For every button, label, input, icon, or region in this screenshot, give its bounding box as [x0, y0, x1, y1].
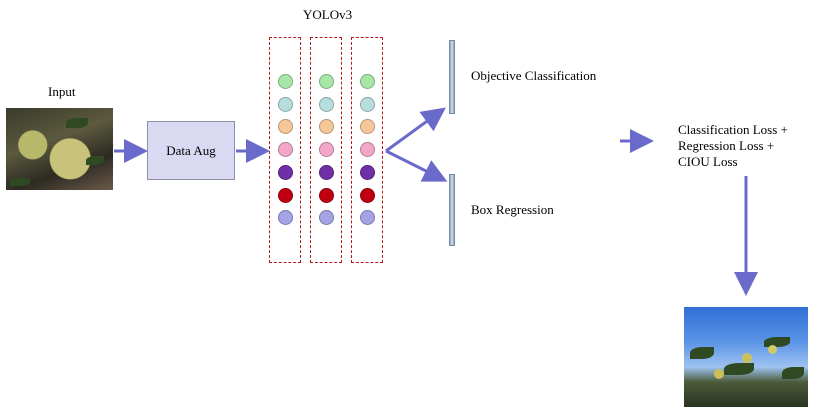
network-node: [360, 187, 375, 203]
box-regression-label: Box Regression: [471, 202, 554, 217]
objective-classification-label: Objective Classification: [471, 68, 597, 83]
network-node: [360, 74, 375, 89]
network-node: [360, 119, 375, 135]
network-node: [319, 187, 334, 203]
arrow-to-box: [385, 149, 448, 182]
box-output-bar: [449, 174, 455, 246]
input-image: [6, 108, 113, 190]
objective-output-bar: [449, 40, 455, 114]
network-node: [319, 96, 334, 112]
loss-text: Classification Loss + Regression Loss + …: [678, 122, 788, 170]
data-aug-label: Data Aug: [166, 142, 216, 158]
network-node: [278, 119, 293, 135]
network-node: [319, 164, 334, 180]
loss-line-1: Classification Loss +: [678, 122, 788, 137]
output-image: [684, 307, 808, 407]
network-node: [319, 142, 334, 158]
loss-line-3: CIOU Loss: [678, 154, 738, 169]
network-node: [319, 210, 334, 226]
network-node: [319, 119, 334, 135]
network-node: [360, 142, 375, 158]
network-node: [360, 96, 375, 112]
network-node: [278, 142, 293, 158]
network-node: [278, 96, 293, 112]
network-node: [278, 210, 293, 226]
network-node: [278, 74, 293, 89]
input-label: Input: [48, 84, 76, 99]
loss-line-2: Regression Loss +: [678, 138, 775, 153]
network-node: [319, 74, 334, 89]
network-node: [360, 164, 375, 180]
network-node: [278, 164, 293, 180]
network-node: [360, 210, 375, 226]
network-layer-3: [351, 37, 383, 263]
yolo-title: YOLOv3: [303, 7, 353, 22]
data-aug-box: Data Aug: [147, 121, 235, 180]
network-layer-2: [310, 37, 342, 263]
network-node: [278, 187, 293, 203]
arrow-to-objective: [385, 107, 446, 153]
